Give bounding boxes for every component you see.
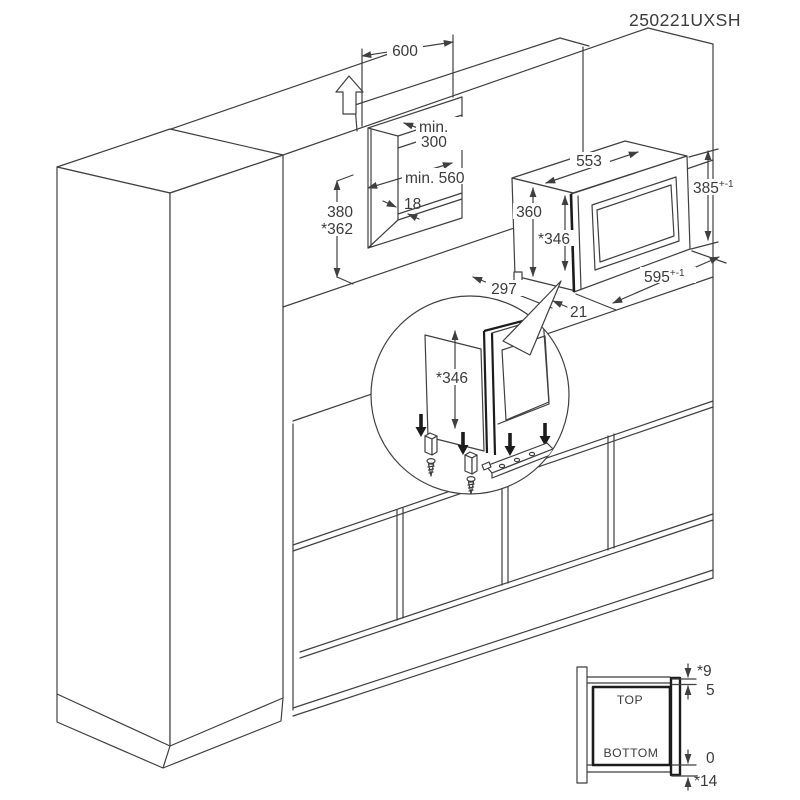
section-bottom-label: BOTTOM (604, 746, 659, 760)
dim-346-label: *346 (538, 231, 570, 248)
up-arrow-icon (335, 75, 364, 115)
section-top-board (586, 676, 671, 684)
dim-362-label: *362 (321, 221, 353, 238)
spacer-block (464, 451, 478, 475)
section-top-label: TOP (617, 693, 643, 707)
plinth-edge (292, 569, 714, 717)
door-bottom-edge (299, 513, 714, 659)
section-door-panel (669, 676, 682, 777)
dim-553-label: 553 (576, 153, 602, 170)
niche-dimensions: 600 min. 300 min. 560 18 380 *362 (311, 34, 466, 285)
upper-cabinets (170, 27, 714, 579)
model-code: 250221UXSH (629, 10, 741, 30)
dim-min560-label: min. 560 (405, 170, 465, 187)
install-arrow-icon (457, 432, 469, 455)
door-divider-3 (607, 433, 615, 551)
install-arrow-icon (539, 423, 551, 446)
dim-5-label: 5 (706, 682, 715, 699)
dim-385-label: 385+-1 (693, 179, 734, 197)
dim-0-label: 0 (706, 750, 715, 767)
dim-14-label: *14 (694, 773, 718, 790)
dim-min-label: min. (419, 119, 448, 136)
dim-297-label: 297 (491, 281, 517, 298)
screw-icon (466, 476, 476, 494)
microwave-window (591, 176, 680, 271)
door-divider-1 (396, 507, 404, 621)
section-cabinet-panel (576, 666, 588, 784)
door-divider-2 (501, 470, 509, 586)
tall-cabinet-plinth (56, 693, 284, 769)
screw-icon (426, 458, 436, 477)
microwave-dimensions: 553 360 *346 385+-1 595+-1 297 21 (472, 148, 740, 321)
tall-cabinet-front-face (169, 154, 284, 747)
tall-cabinet-left-face (56, 166, 171, 747)
install-arrow-icon (504, 433, 516, 456)
dim-360-label: 360 (516, 204, 542, 221)
detail-pointer (502, 280, 562, 356)
tall-cabinet (56, 128, 284, 769)
dim-595-label: 595+-1 (644, 268, 685, 286)
install-arrow-icon (415, 414, 427, 437)
dim-9-label: *9 (697, 663, 712, 680)
mounting-detail-circle: *346 (370, 280, 570, 495)
dim-18-label: 18 (404, 196, 421, 213)
dim-300-label: 300 (421, 134, 447, 151)
dim-380-label: 380 (327, 204, 353, 221)
section-detail: TOP BOTTOM *9 5 0 *14 (576, 663, 718, 791)
dim-21-label: 21 (570, 304, 587, 321)
spacer-block (424, 432, 438, 456)
dim-detail-346-label: *346 (436, 370, 468, 387)
dim-600-label: 600 (392, 43, 418, 60)
